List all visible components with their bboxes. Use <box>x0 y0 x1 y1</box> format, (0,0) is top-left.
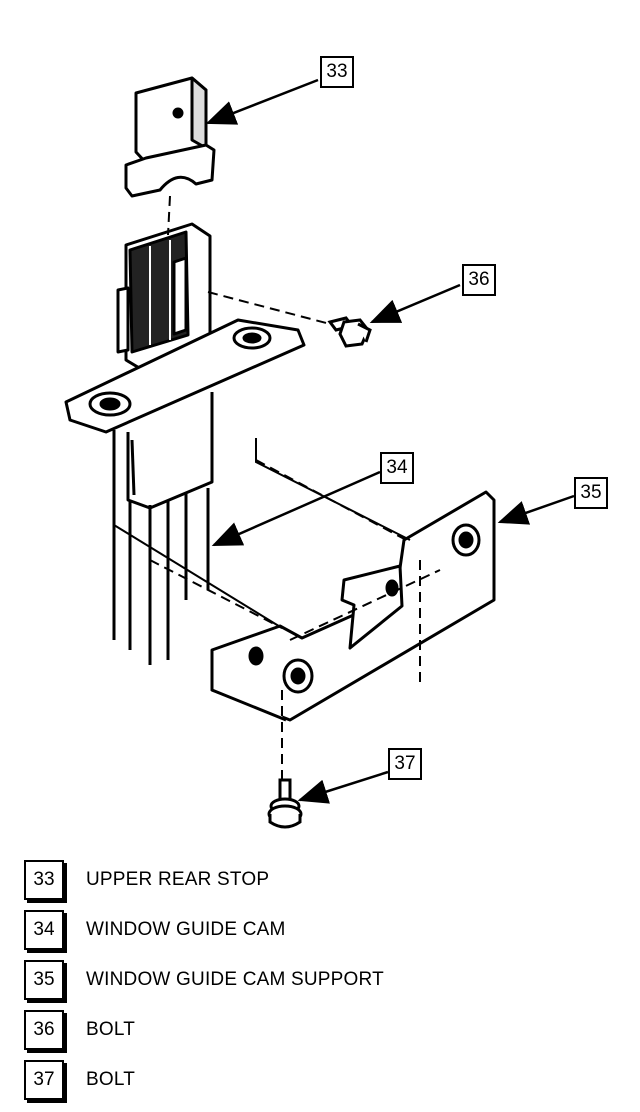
legend-item: 37 BOLT <box>24 1060 135 1100</box>
legend-label: UPPER REAR STOP <box>86 869 270 890</box>
window-guide-cam-part <box>64 222 306 665</box>
bolt-36-part <box>327 316 372 348</box>
callout-33: 33 <box>320 56 354 88</box>
callout-34: 34 <box>380 452 414 484</box>
legend-label: BOLT <box>86 1019 136 1040</box>
legend-number: 36 <box>24 1010 64 1050</box>
bolt-37-part <box>267 778 303 829</box>
upper-rear-stop-part <box>124 76 216 198</box>
hidden-edges <box>113 440 411 629</box>
callout-36: 36 <box>462 264 496 296</box>
legend-item: 36 BOLT <box>24 1010 135 1050</box>
exploded-parts-diagram <box>64 76 575 829</box>
legend-number: 33 <box>24 860 64 900</box>
legend-number: 35 <box>24 960 64 1000</box>
legend-label: WINDOW GUIDE CAM <box>86 919 286 940</box>
window-guide-cam-support-part <box>210 490 496 722</box>
legend-item: 33 UPPER REAR STOP <box>24 860 269 900</box>
legend-number: 34 <box>24 910 64 950</box>
legend-number: 37 <box>24 1060 64 1100</box>
callout-35: 35 <box>574 477 608 509</box>
legend-label: BOLT <box>86 1069 136 1090</box>
callout-37: 37 <box>388 748 422 780</box>
legend-item: 35 WINDOW GUIDE CAM SUPPORT <box>24 960 384 1000</box>
callout-leaders <box>205 78 575 804</box>
legend-label: WINDOW GUIDE CAM SUPPORT <box>86 969 384 990</box>
legend-item: 34 WINDOW GUIDE CAM <box>24 910 286 950</box>
